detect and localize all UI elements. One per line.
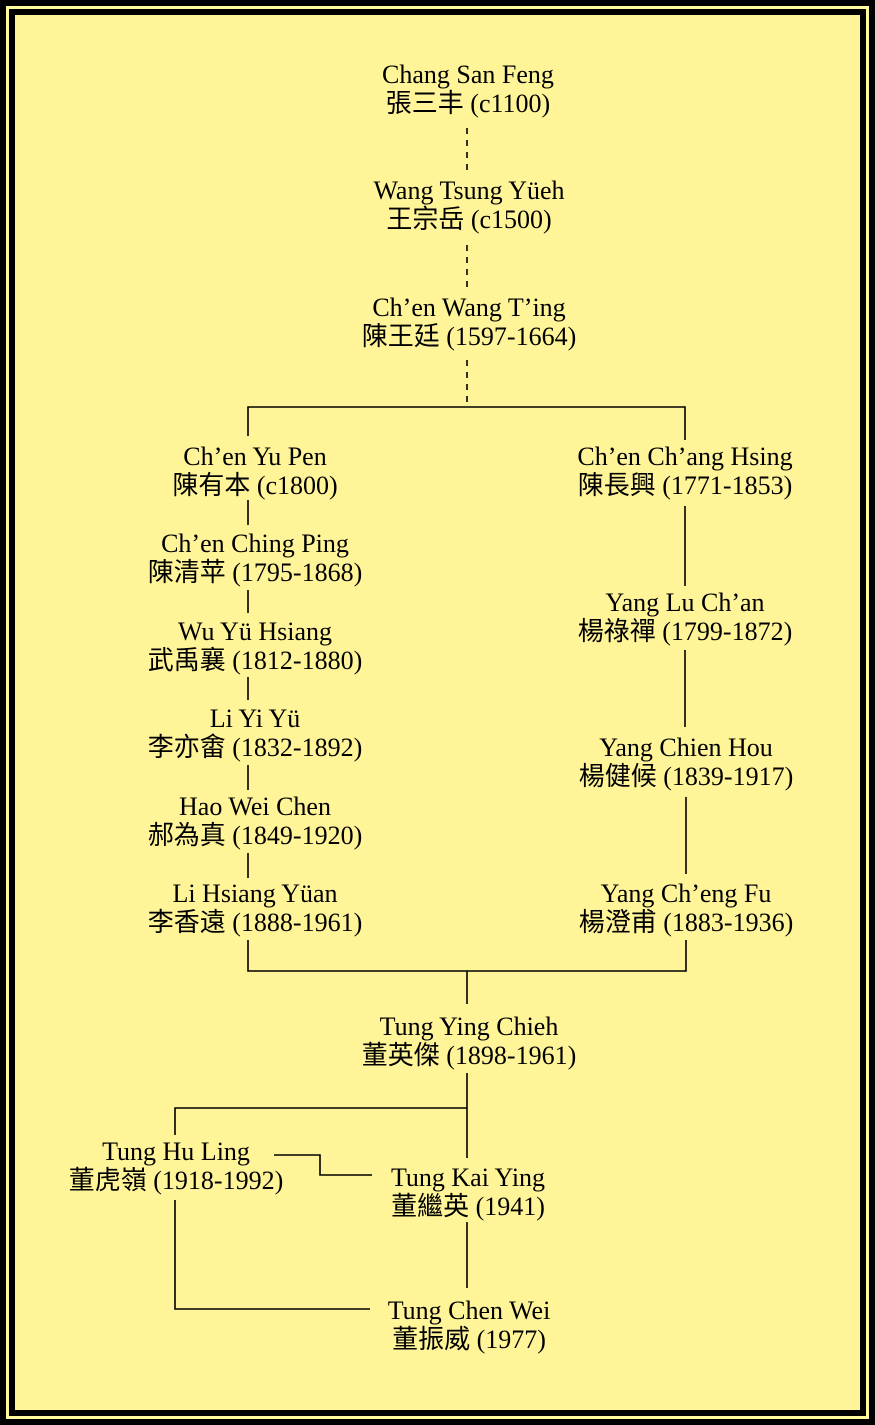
person-hanzi-dates: 王宗岳 (c1500) <box>386 205 552 234</box>
person-name: Li Hsiang Yüan <box>172 879 338 908</box>
person-hanzi-dates: 李香遠 (1888-1961) <box>147 908 363 937</box>
person-name: Wang Tsung Yüeh <box>373 176 565 205</box>
connector-hu-to-kai <box>274 1154 372 1176</box>
person-name: Li Yi Yü <box>209 704 301 733</box>
person-hanzi-dates: 張三丰 (c1100) <box>385 89 551 118</box>
person-hanzi-dates: 陳有本 (c1800) <box>172 471 338 500</box>
person-hanzi-dates: 楊澄甫 (1883-1936) <box>578 908 794 937</box>
person-hanzi-dates: 董繼英 (1941) <box>391 1192 545 1221</box>
person-hanzi-dates: 陳王廷 (1597-1664) <box>361 322 577 351</box>
person-name: Chang San Feng <box>382 60 554 89</box>
person-hanzi-dates: 楊祿禪 (1799-1872) <box>577 617 793 646</box>
connector-split-chen <box>247 406 686 440</box>
person-hanzi-dates: 武禹襄 (1812-1880) <box>147 646 363 675</box>
person-hanzi-dates: 董振威 (1977) <box>392 1325 546 1354</box>
person-name: Ch’en Ch’ang Hsing <box>577 442 793 471</box>
person-name: Yang Ch’eng Fu <box>600 879 772 908</box>
person-hanzi-dates: 楊健候 (1839-1917) <box>578 762 794 791</box>
person-name: Wu Yü Hsiang <box>178 617 332 646</box>
person-hanzi-dates: 董虎嶺 (1918-1992) <box>68 1166 284 1195</box>
person-hanzi-dates: 陳長興 (1771-1853) <box>577 471 793 500</box>
person-name: Tung Ying Chieh <box>379 1012 559 1041</box>
person-name: Tung Chen Wei <box>387 1296 551 1325</box>
lineage-panel <box>15 15 860 1410</box>
person-name: Yang Lu Ch’an <box>605 588 765 617</box>
person-name: Ch’en Yu Pen <box>183 442 327 471</box>
connector-hu-to-chen-wei <box>174 1200 370 1310</box>
person-name: Ch’en Wang T’ing <box>372 293 566 322</box>
person-name: Hao Wei Chen <box>179 792 331 821</box>
person-name: Tung Kai Ying <box>390 1163 546 1192</box>
connector-tung-hu-ling <box>174 1107 467 1135</box>
person-hanzi-dates: 陳清苹 (1795-1868) <box>147 558 363 587</box>
person-hanzi-dates: 董英傑 (1898-1961) <box>361 1041 577 1070</box>
person-hanzi-dates: 郝為真 (1849-1920) <box>147 821 363 850</box>
person-name: Yang Chien Hou <box>599 733 773 762</box>
person-name: Tung Hu Ling <box>102 1137 250 1166</box>
person-name: Ch’en Ching Ping <box>161 529 349 558</box>
connector-merge <box>247 940 687 972</box>
person-hanzi-dates: 李亦畬 (1832-1892) <box>147 733 363 762</box>
